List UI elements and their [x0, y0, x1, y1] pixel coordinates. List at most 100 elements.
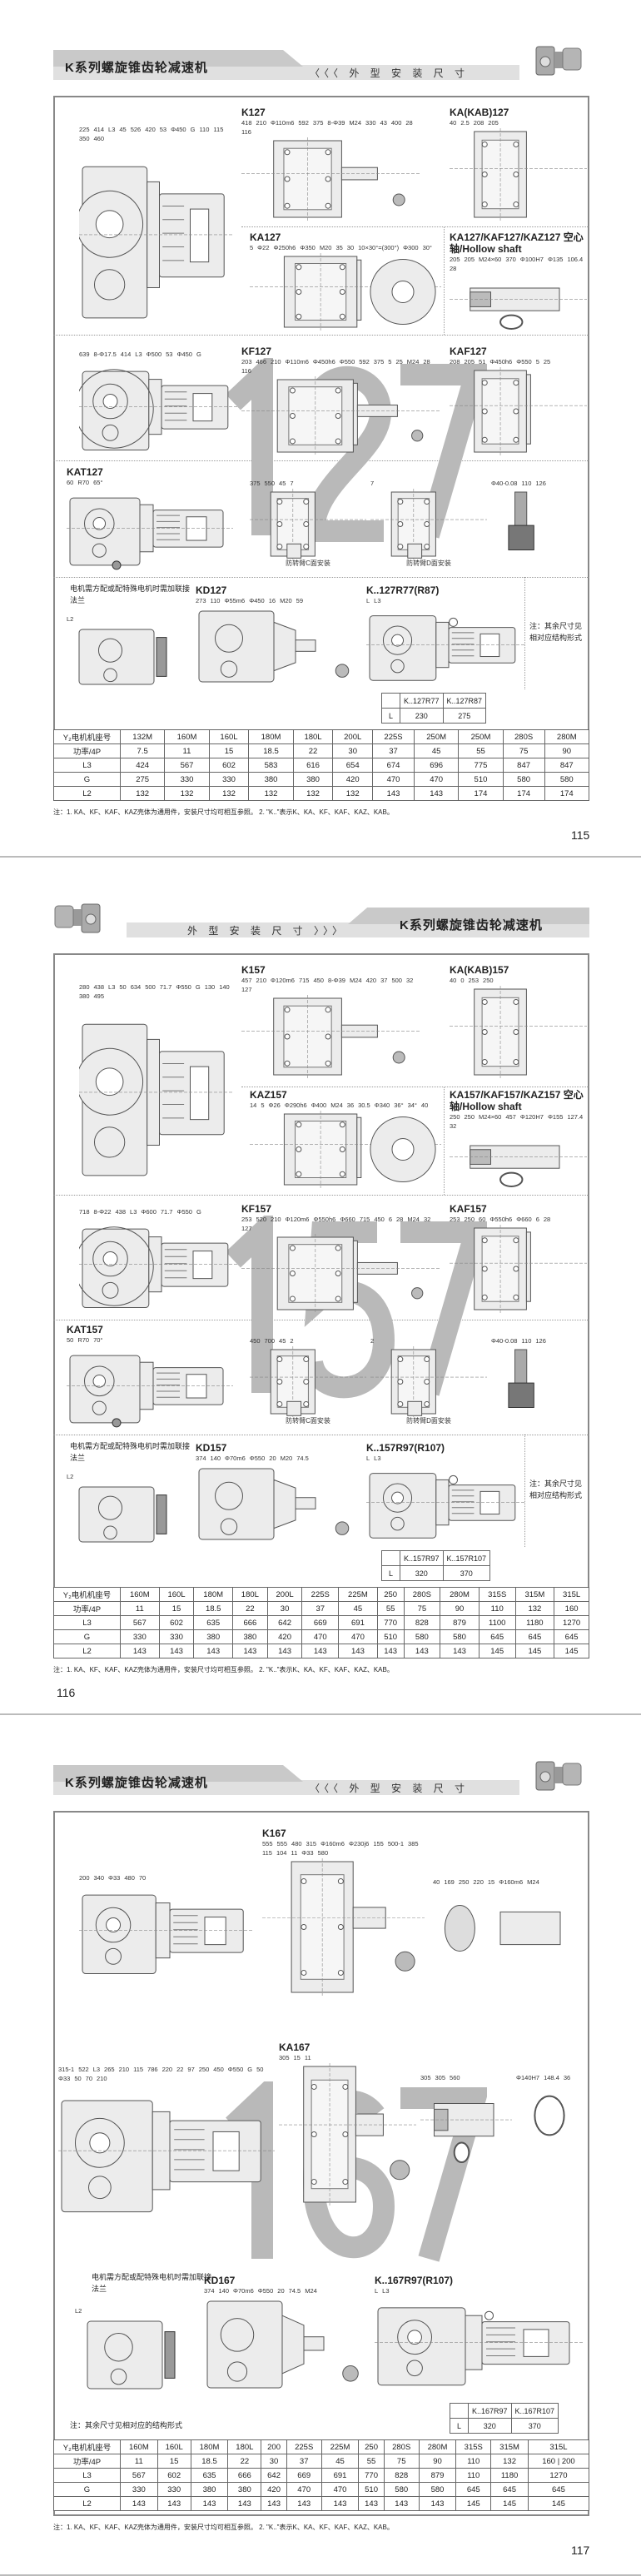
table-cell: 315L: [554, 1587, 589, 1602]
drawing-title: K127: [241, 107, 266, 118]
drawing-title: KD157: [196, 1442, 227, 1454]
table-cell: 691: [338, 1615, 378, 1630]
bottom-note: 注：其余尺寸见相对应的结构形式: [70, 2421, 183, 2429]
table-cell: 143: [266, 1644, 303, 1658]
frontF-drawing: [241, 376, 441, 455]
table-cell: 143: [320, 2496, 360, 2511]
table-cell: 380: [227, 2482, 262, 2497]
dimension-label: 305: [435, 2074, 446, 2081]
table-cell: 330: [120, 1629, 160, 1644]
drawing-title: K..157R97(R107): [366, 1442, 445, 1454]
sub-table-cell: K..127R87: [442, 693, 487, 709]
table-cell: 828: [403, 1615, 441, 1630]
drawing-title: KAZ157: [250, 1089, 287, 1101]
table-cell: 1270: [527, 2468, 590, 2483]
dimension-label: 53: [159, 126, 167, 133]
dimension-label: 315: [306, 1840, 317, 1847]
dimension-label: L3: [382, 2287, 390, 2295]
dimension-label: 718: [79, 1208, 90, 1216]
dimension-label: 450: [213, 2066, 224, 2073]
dimension-label: 500-1: [387, 1840, 405, 1847]
front-drawing: [241, 995, 420, 1078]
section-title-text: 外 型 安 装 尺 寸: [349, 1783, 470, 1794]
sub-table-cell: [381, 693, 400, 709]
table-cell: 22: [232, 1601, 268, 1616]
gearbox-product-image: [533, 42, 584, 78]
table-cell: 180L: [227, 2439, 262, 2454]
dimension-label: 210: [271, 358, 281, 366]
table-cell: 1100: [478, 1615, 516, 1630]
table-cell: 30: [261, 2454, 287, 2469]
dimension-label: Φ300: [403, 244, 419, 251]
table-cell: 143: [376, 1644, 405, 1658]
dimension-label: 127.4: [567, 1113, 584, 1121]
dimension-label: 8-Φ39: [327, 119, 345, 127]
dimension-labels: L2: [67, 1473, 191, 1480]
table-cell: 602: [158, 1615, 195, 1630]
table-cell: 160 | 200: [527, 2454, 590, 2469]
drawing-title: KA(KAB)127: [450, 107, 509, 118]
table-cell: 75: [383, 2454, 420, 2469]
dimension-label: 414: [120, 351, 132, 358]
drawing-sketch: [433, 1887, 583, 1969]
dimension-label: 11: [291, 1849, 298, 1857]
dimension-label: M24: [349, 977, 362, 984]
dimension-label: 225: [79, 126, 90, 133]
drawing-sketch: [67, 1482, 191, 1547]
table-cell: 315M: [490, 2439, 529, 2454]
dimension-label: 45: [279, 480, 286, 487]
drawing-title: K157: [241, 964, 266, 976]
front3-drawing: [279, 2063, 416, 2206]
dimension-label: 380: [79, 992, 90, 1000]
table-cell: 143: [286, 2496, 322, 2511]
dimension-label: L3: [92, 2066, 101, 2073]
row-header: L3: [53, 2468, 121, 2483]
dimension-label: 110: [210, 597, 221, 604]
drawing-sketch: [79, 1217, 237, 1315]
drawing-sketch: [250, 1346, 366, 1417]
dimension-label: 28: [405, 119, 413, 127]
drawing-sketch: [516, 2083, 583, 2148]
table-cell: 470: [413, 772, 460, 787]
dimension-label: 15: [293, 2054, 301, 2061]
circle-drawing: [534, 2095, 565, 2136]
dimension-label: Φ120m6: [285, 1216, 310, 1223]
flangeL2-drawing: [87, 2320, 176, 2390]
pin-drawing: [508, 1349, 534, 1408]
table-cell: 567: [164, 758, 210, 773]
table-cell: 145: [527, 2496, 590, 2511]
dimension-label: Φ40-0.08: [491, 480, 518, 487]
dimension-label: 374: [196, 1455, 206, 1462]
drawing-sketch: [79, 1883, 254, 1982]
table-cell: 470: [372, 772, 415, 787]
dimension-label: 155: [373, 1840, 384, 1847]
table-cell: 45: [413, 743, 460, 758]
dimension-label: 555: [276, 1840, 288, 1847]
dimension-label: 2.5: [460, 119, 470, 127]
drawing-sketch: [366, 1464, 524, 1544]
table-cell: 1270: [554, 1615, 589, 1630]
dimension-label: 36°: [394, 1102, 404, 1109]
dimension-label: M20: [319, 244, 332, 251]
gearbox-product-image: [52, 899, 103, 936]
table-cell: 200: [261, 2439, 287, 2454]
dimension-label: 555: [262, 1840, 273, 1847]
dimension-label: 74.5: [288, 2287, 301, 2295]
